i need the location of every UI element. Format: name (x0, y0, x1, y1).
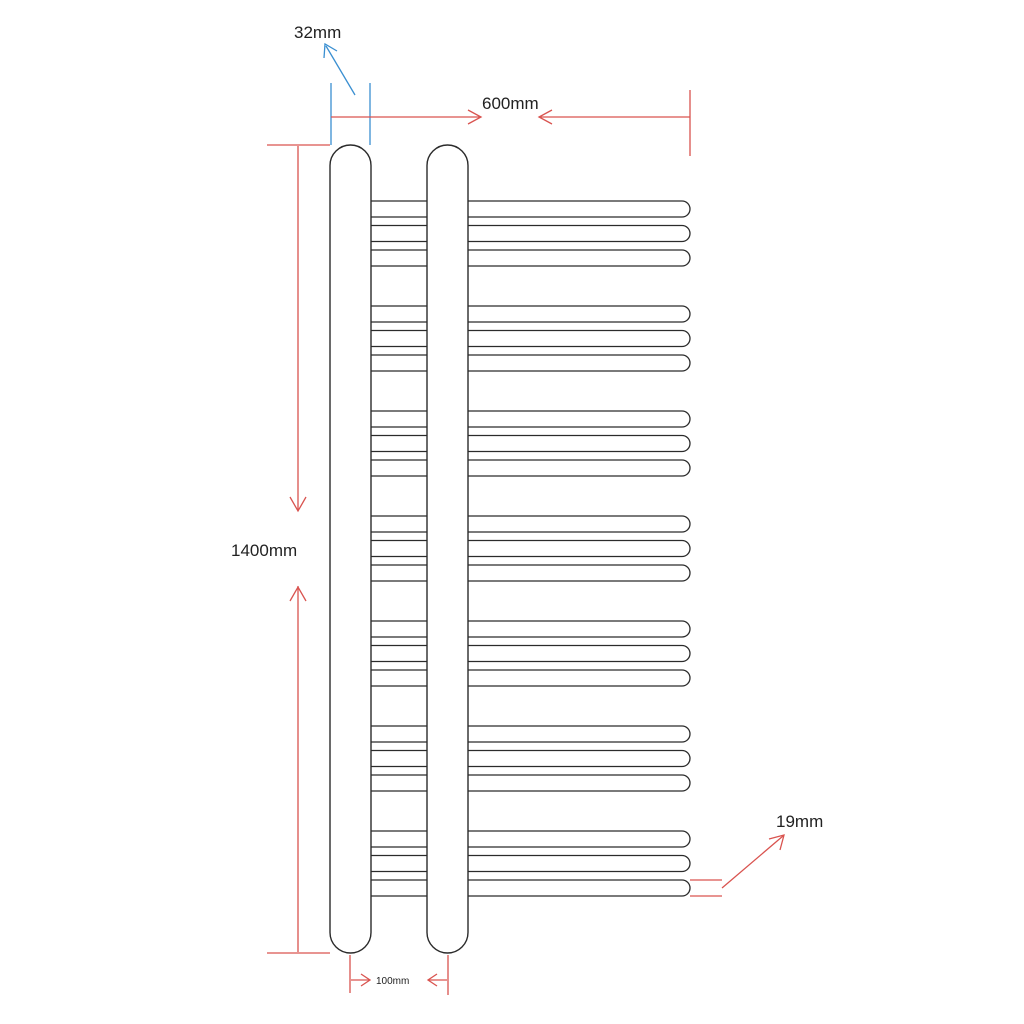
bar-diameter-dimension (690, 834, 785, 897)
horizontal-bar (371, 539, 691, 558)
horizontal-bar (371, 830, 691, 848)
bar-diameter-label: 19mm (776, 812, 823, 831)
horizontal-bar (371, 749, 691, 768)
horizontal-bar (371, 434, 691, 453)
horizontal-bar (371, 620, 691, 638)
horizontal-bar (371, 224, 691, 243)
height-dimension (267, 144, 330, 954)
width-dimension (331, 90, 691, 156)
horizontal-bar (371, 854, 691, 873)
horizontal-bar (371, 200, 691, 218)
pipe-diameter-dimension (323, 42, 371, 145)
horizontal-bar (371, 774, 691, 792)
left-vertical-pipe (329, 144, 372, 954)
horizontal-bar (371, 515, 691, 533)
horizontal-bar (371, 305, 691, 323)
horizontal-bar (371, 644, 691, 663)
horizontal-bar (371, 329, 691, 348)
horizontal-bar (371, 249, 691, 267)
right-vertical-pipe (426, 144, 469, 954)
horizontal-bar (371, 354, 691, 372)
horizontal-bar (371, 459, 691, 477)
width-label: 600mm (482, 94, 539, 113)
pipe-diameter-label: 32mm (294, 23, 341, 42)
pipe-spacing-dimension (349, 955, 449, 995)
height-label: 1400mm (231, 541, 297, 560)
horizontal-bar (371, 879, 691, 897)
horizontal-bar (371, 564, 691, 582)
radiator-bars (371, 200, 691, 897)
horizontal-bar (371, 669, 691, 687)
horizontal-bar (371, 410, 691, 428)
horizontal-bar (371, 725, 691, 743)
pipe-spacing-label: 100mm (376, 976, 409, 987)
